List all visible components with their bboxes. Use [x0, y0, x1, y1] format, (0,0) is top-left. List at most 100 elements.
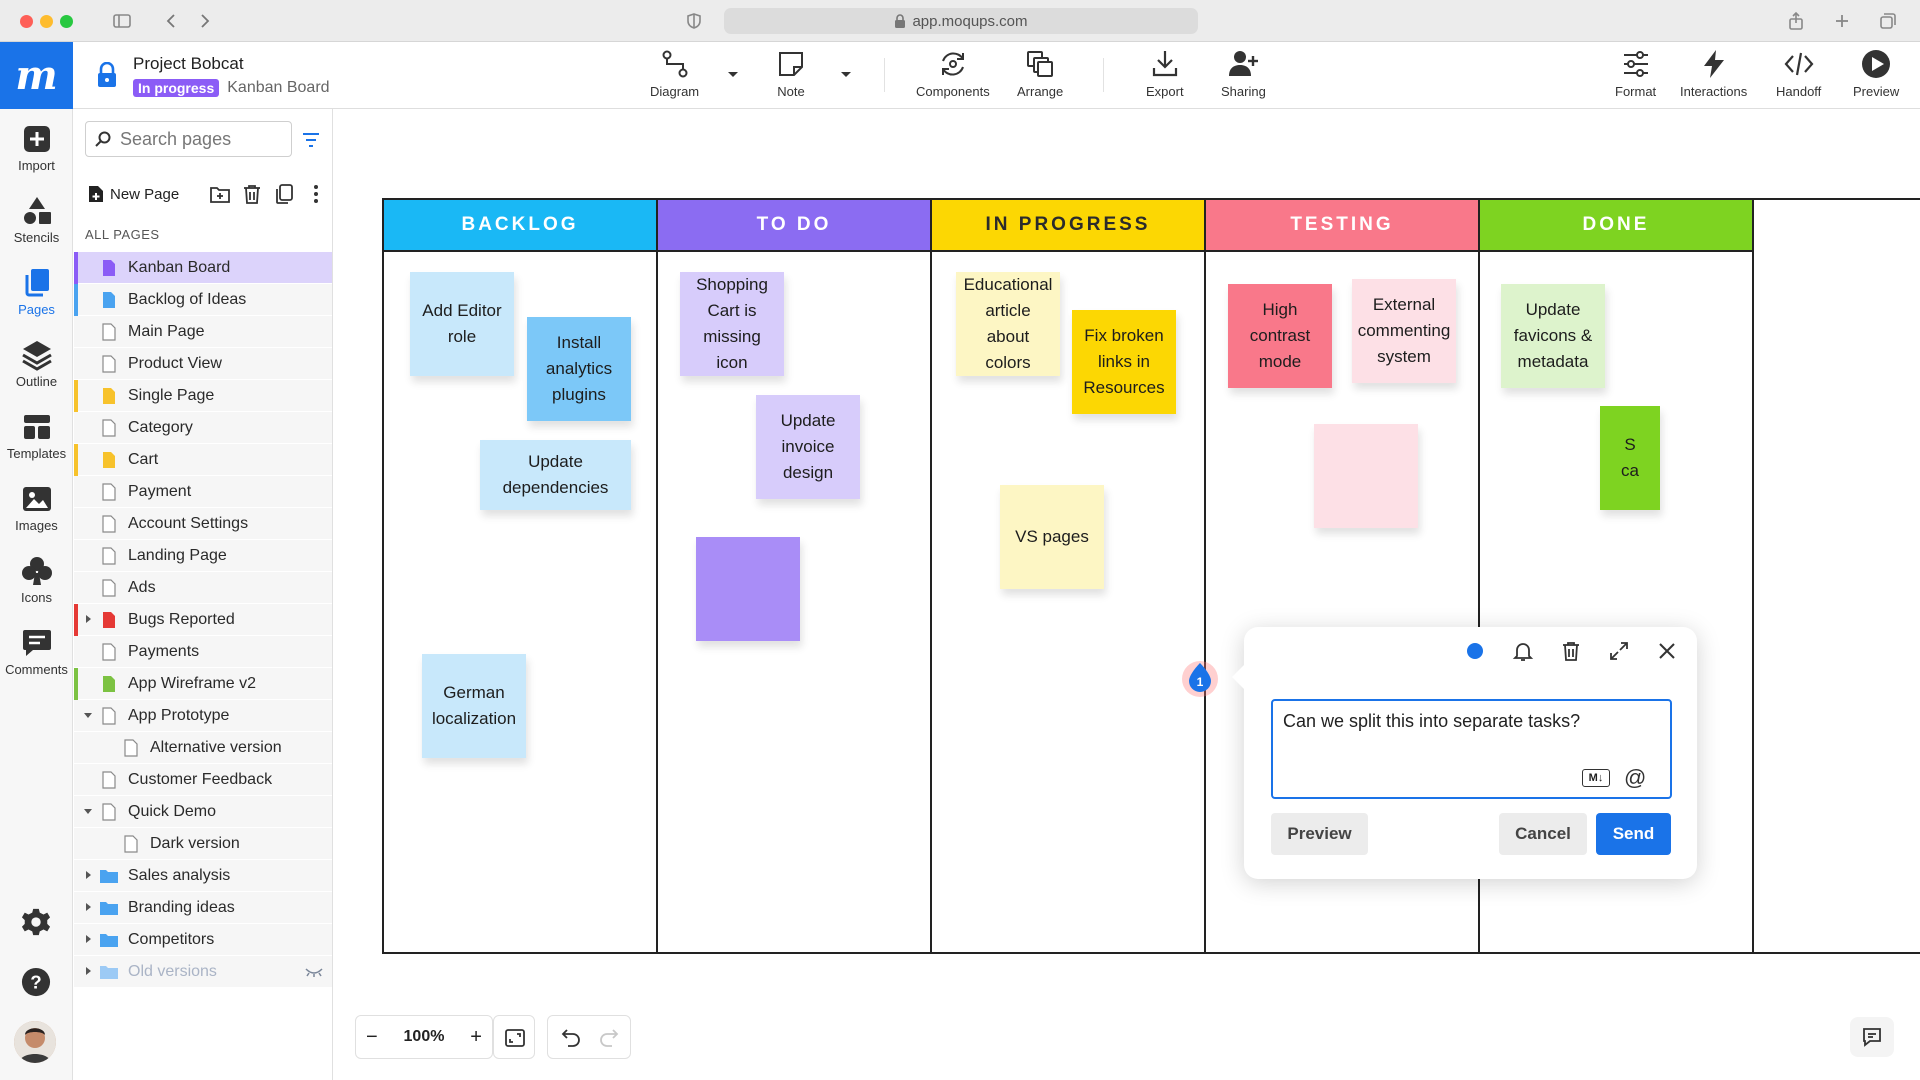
kanban-column[interactable]: DONE	[1480, 200, 1754, 952]
page-item[interactable]: Customer Feedback	[74, 764, 332, 796]
page-item[interactable]: Alternative version	[74, 732, 332, 764]
export-tool[interactable]: Export	[1146, 48, 1184, 99]
page-item[interactable]: Payment	[74, 476, 332, 508]
page-item[interactable]: Bugs Reported	[74, 604, 332, 636]
trash-icon[interactable]	[1560, 640, 1582, 662]
column-header[interactable]: TESTING	[1206, 200, 1478, 252]
sticky-note[interactable]: High contrast mode	[1228, 284, 1332, 388]
page-item[interactable]: Payments	[74, 636, 332, 668]
zoom-out-button[interactable]: −	[366, 1025, 378, 1048]
sticky-note[interactable]: Update favicons & metadata	[1501, 284, 1605, 388]
sticky-note[interactable]: External commenting system	[1352, 279, 1456, 383]
rail-stencils[interactable]: Stencils	[0, 195, 73, 245]
forward-arrow-icon[interactable]	[194, 11, 214, 31]
more-vertical-icon[interactable]	[305, 183, 327, 205]
sticky-note[interactable]: German localization	[422, 654, 526, 758]
rail-import[interactable]: Import	[0, 123, 73, 173]
rail-templates[interactable]: Templates	[0, 411, 73, 461]
privacy-shield-icon[interactable]	[684, 11, 704, 31]
trash-icon[interactable]	[241, 183, 263, 205]
sticky-note[interactable]: Update invoice design	[756, 395, 860, 499]
expand-icon[interactable]	[1608, 640, 1630, 662]
zoom-in-button[interactable]: +	[470, 1025, 482, 1048]
moqups-logo[interactable]: m	[0, 42, 73, 109]
duplicate-icon[interactable]	[273, 183, 295, 205]
page-item[interactable]: App Prototype	[74, 700, 332, 732]
page-item[interactable]: Branding ideas	[74, 892, 332, 924]
sticky-note[interactable]: S ca	[1600, 406, 1660, 510]
preview-button[interactable]: Preview	[1271, 813, 1368, 855]
mention-icon[interactable]: @	[1624, 765, 1647, 790]
close-window-button[interactable]	[20, 15, 33, 28]
sticky-note[interactable]: Install analytics plugins	[527, 317, 631, 421]
comment-textarea[interactable]	[1271, 699, 1672, 799]
page-item[interactable]: Category	[74, 412, 332, 444]
status-badge[interactable]: In progress	[133, 79, 220, 97]
status-dot-icon[interactable]	[1464, 640, 1486, 662]
page-item[interactable]: Backlog of Ideas	[74, 284, 332, 316]
rail-images[interactable]: Images	[0, 483, 73, 533]
tab-overview-icon[interactable]	[1878, 11, 1898, 31]
sticky-note[interactable]: Shopping Cart is missing icon	[680, 272, 784, 376]
expand-caret-icon[interactable]	[83, 966, 93, 976]
interactions-tool[interactable]: Interactions	[1680, 48, 1747, 99]
page-item[interactable]: Sales analysis	[74, 860, 332, 892]
help-icon[interactable]: ?	[21, 967, 51, 997]
rail-pages[interactable]: Pages	[0, 267, 73, 317]
collapse-caret-icon[interactable]	[83, 710, 93, 720]
sharing-tool[interactable]: Sharing	[1221, 48, 1266, 99]
hidden-eye-icon[interactable]	[304, 964, 324, 980]
comment-pin[interactable]: 1	[1182, 661, 1218, 697]
settings-gear-icon[interactable]	[21, 907, 51, 937]
page-item[interactable]: Cart	[74, 444, 332, 476]
page-item[interactable]: Dark version	[74, 828, 332, 860]
collapse-caret-icon[interactable]	[83, 806, 93, 816]
kanban-column[interactable]: TESTING	[1206, 200, 1480, 952]
expand-caret-icon[interactable]	[83, 614, 93, 624]
user-avatar[interactable]	[14, 1021, 56, 1063]
sticky-note[interactable]: VS pages	[1000, 485, 1104, 589]
page-item[interactable]: Product View	[74, 348, 332, 380]
diagram-dropdown-icon[interactable]	[725, 66, 741, 82]
note-dropdown-icon[interactable]	[838, 66, 854, 82]
page-item[interactable]: Quick Demo	[74, 796, 332, 828]
new-folder-icon[interactable]	[209, 183, 231, 205]
rail-outline[interactable]: Outline	[0, 339, 73, 389]
sticky-note[interactable]	[696, 537, 800, 641]
expand-caret-icon[interactable]	[83, 870, 93, 880]
page-item[interactable]: Account Settings	[74, 508, 332, 540]
components-tool[interactable]: Components	[916, 48, 990, 99]
column-header[interactable]: TO DO	[658, 200, 930, 252]
new-page-button[interactable]: New Page	[88, 185, 179, 203]
column-header[interactable]: IN PROGRESS	[932, 200, 1204, 252]
address-bar[interactable]: app.moqups.com	[724, 8, 1198, 34]
bell-icon[interactable]	[1512, 640, 1534, 662]
fit-to-screen-button[interactable]	[493, 1015, 535, 1059]
search-input[interactable]	[120, 128, 280, 150]
chat-button[interactable]	[1850, 1017, 1894, 1057]
sticky-note[interactable]: Update dependencies	[480, 440, 631, 510]
expand-caret-icon[interactable]	[83, 934, 93, 944]
column-header[interactable]: BACKLOG	[384, 200, 656, 252]
page-item[interactable]: Ads	[74, 572, 332, 604]
filter-icon[interactable]	[302, 131, 320, 149]
page-item[interactable]: Single Page	[74, 380, 332, 412]
sticky-note[interactable]: Educational article about colors	[956, 272, 1060, 376]
new-tab-icon[interactable]	[1832, 11, 1852, 31]
zoom-level[interactable]: 100%	[403, 1028, 445, 1045]
redo-icon[interactable]	[598, 1027, 620, 1049]
minimize-window-button[interactable]	[40, 15, 53, 28]
lock-icon[interactable]	[96, 62, 118, 88]
back-arrow-icon[interactable]	[162, 11, 182, 31]
note-tool[interactable]: Note	[775, 48, 807, 99]
sidebar-toggle-icon[interactable]	[112, 11, 132, 31]
maximize-window-button[interactable]	[60, 15, 73, 28]
page-item[interactable]: Kanban Board	[74, 252, 332, 284]
page-item[interactable]: App Wireframe v2	[74, 668, 332, 700]
undo-icon[interactable]	[560, 1027, 582, 1049]
search-pages-box[interactable]	[85, 121, 292, 157]
sticky-note[interactable]	[1314, 424, 1418, 528]
rail-comments[interactable]: Comments	[0, 627, 73, 677]
handoff-tool[interactable]: Handoff	[1776, 48, 1821, 99]
